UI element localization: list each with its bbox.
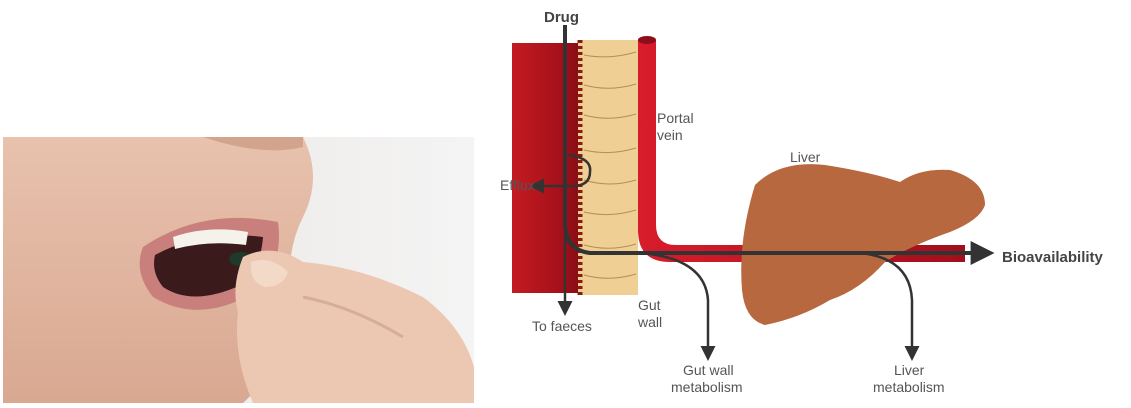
- to-faeces-label: To faeces: [532, 318, 592, 334]
- gut-wall-villi: [578, 40, 638, 295]
- liver-label: Liver: [790, 149, 821, 165]
- gut-wall-metabolism-line2: metabolism: [671, 379, 743, 395]
- liver-metabolism-line1: Liver: [894, 362, 925, 378]
- gut-wall-metabolism-line1: Gut wall: [683, 362, 734, 378]
- gut-wall-label-line1: Gut: [638, 297, 661, 313]
- bioavailability-label: Bioavailability: [1002, 249, 1104, 266]
- gut-wall-label-line2: wall: [637, 314, 662, 330]
- efflux-label: Efflux: [500, 177, 535, 193]
- drug-label: Drug: [544, 9, 579, 26]
- gut-lumen: [512, 43, 584, 293]
- liver-metabolism-line2: metabolism: [873, 379, 945, 395]
- portal-vein-label-line1: Portal: [657, 110, 694, 126]
- pill-photo: [3, 137, 474, 403]
- portal-vein-label-line2: vein: [657, 127, 683, 143]
- person-taking-pill-photo-icon: [3, 137, 474, 403]
- drug-absorption-diagram: Drug Portal vein Liver Efflux Bioavailab…: [480, 0, 1131, 403]
- liver-shape: [741, 164, 985, 325]
